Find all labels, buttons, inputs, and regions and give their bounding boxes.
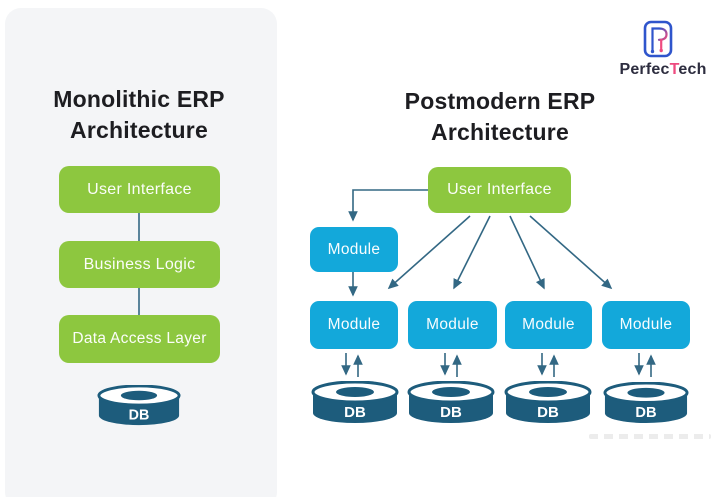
arrow-ui-module1 [387,215,471,290]
arrow-ui-module3 [509,215,545,290]
arrows-module1-db1 [341,353,363,377]
arrow-ui-module2 [453,215,491,290]
postmodern-title-line1: Postmodern ERP [404,88,596,114]
db-cylinder-3: DB [503,380,593,430]
arrows-module3-db3 [537,353,559,377]
postmodern-ui-box: User Interface [428,167,571,213]
wordmark-part2: T [669,61,679,78]
monolithic-db-cylinder: DB [95,384,183,432]
module-1: Module [310,301,398,349]
watermark [589,434,711,439]
monolithic-title-line2: Architecture [70,117,208,143]
db-label-2: DB [440,404,462,421]
perfectech-logo: PerfecTech [608,18,718,80]
monolithic-title-line1: Monolithic ERP [53,86,225,112]
wordmark-part1: Perfec [619,61,670,78]
perfectech-wordmark: PerfecTech [608,61,718,79]
module-4: Module [602,301,690,349]
arrows-module4-db4 [634,353,656,377]
db-label-4: DB [635,405,656,421]
arrow-ui-topmodule [348,189,428,222]
layer-data-access: Data Access Layer [59,315,220,363]
db-label-3: DB [537,404,559,421]
arrows-module2-db2 [440,353,462,377]
layer-user-interface: User Interface [59,166,220,213]
monolithic-title: Monolithic ERP Architecture [5,84,273,146]
postmodern-title: Postmodern ERP Architecture [360,86,640,148]
layer-business-logic: Business Logic [59,241,220,288]
db-cylinder-2: DB [406,380,496,430]
db-cylinder-1: DB [310,380,400,430]
db-cylinder-4: DB [601,381,691,430]
postmodern-title-line2: Architecture [431,119,569,145]
module-2: Module [408,301,497,349]
wordmark-part3: ech [678,61,707,78]
monolithic-db-label: DB [129,407,150,423]
arrow-ui-module4 [529,215,613,290]
db-label-1: DB [344,404,366,421]
module-top: Module [310,227,398,272]
module-3: Module [505,301,592,349]
perfectech-logo-icon [643,20,673,58]
